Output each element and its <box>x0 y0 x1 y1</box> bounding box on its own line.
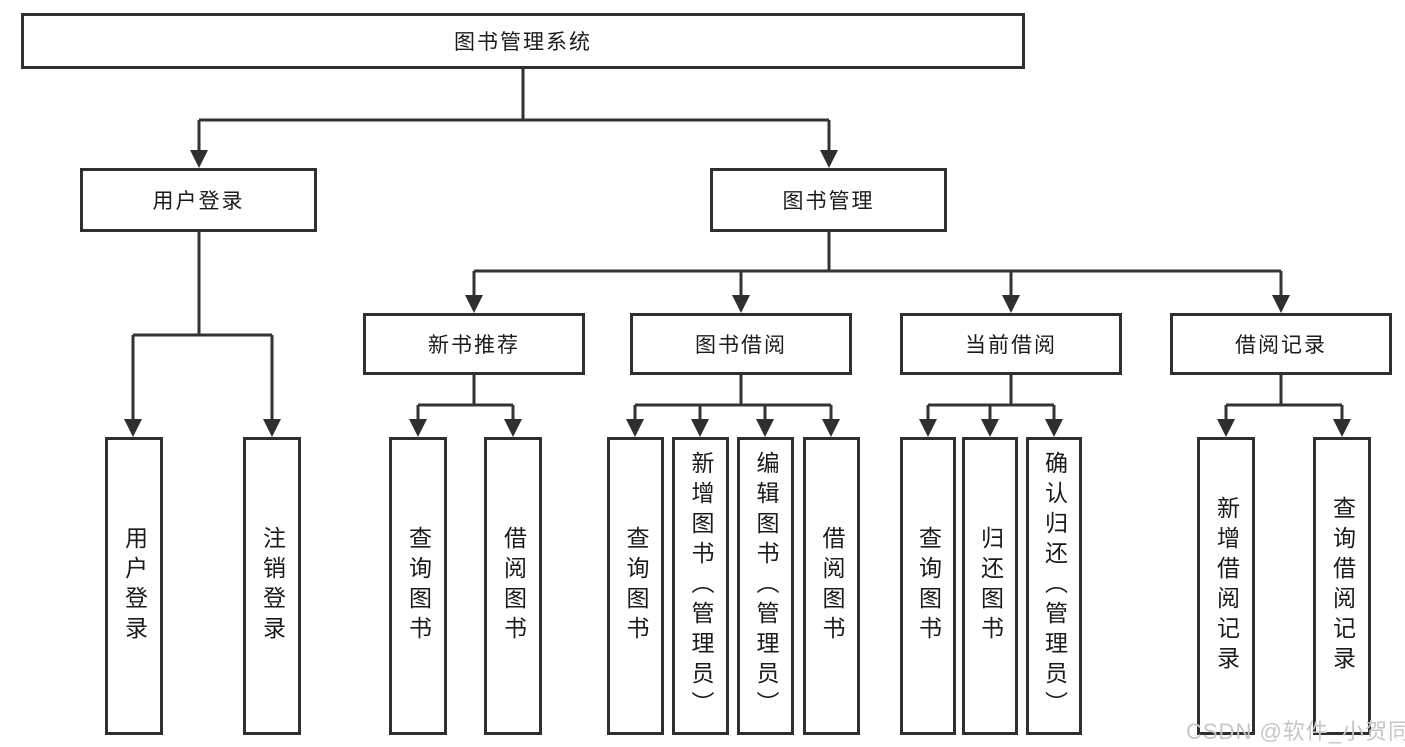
leaf-label: 用户登录 <box>121 526 148 646</box>
node-book-management: 图书管理 <box>710 168 947 232</box>
leaf-label: 借阅图书 <box>819 526 845 646</box>
leaf-label: 归还图书 <box>977 526 1004 646</box>
leaf-borrow-books-recommend: 借阅图书 <box>484 437 542 735</box>
leaf-label: 注销登录 <box>259 526 286 646</box>
connector-root-to-level2 <box>190 69 838 168</box>
leaf-add-books-admin: 新增图书（管理员） <box>672 437 729 735</box>
leaf-label: 查询图书 <box>405 526 432 646</box>
leaf-query-borrow-record: 查询借阅记录 <box>1313 437 1371 735</box>
leaf-add-borrow-record: 新增借阅记录 <box>1197 437 1255 735</box>
node-label: 新书推荐 <box>428 334 520 357</box>
node-current-borrow: 当前借阅 <box>900 313 1122 375</box>
leaf-edit-books-admin: 编辑图书（管理员） <box>737 437 794 735</box>
node-book-borrow: 图书借阅 <box>630 313 852 375</box>
node-borrow-records: 借阅记录 <box>1170 313 1392 375</box>
leaf-user-login: 用户登录 <box>105 437 163 735</box>
leaf-logout: 注销登录 <box>243 437 301 735</box>
node-label: 借阅记录 <box>1235 334 1327 357</box>
leaf-label: 编辑图书（管理员） <box>753 451 779 721</box>
node-label: 用户登录 <box>152 190 245 213</box>
leaf-label: 确认归还（管理员） <box>1041 451 1068 721</box>
leaf-query-books-borrow: 查询图书 <box>607 437 664 735</box>
connector-borrow-records-children <box>1217 375 1351 437</box>
leaf-label: 查询图书 <box>623 526 649 646</box>
node-label: 当前借阅 <box>965 334 1057 357</box>
node-label: 图书管理系统 <box>454 31 592 54</box>
node-new-book-recommend: 新书推荐 <box>363 313 585 375</box>
leaf-label: 借阅图书 <box>500 526 527 646</box>
leaf-label: 查询借阅记录 <box>1329 496 1356 676</box>
leaf-query-books-current: 查询图书 <box>900 437 956 735</box>
leaf-query-books-recommend: 查询图书 <box>389 437 447 735</box>
connector-new-book-recommend-children <box>409 375 522 437</box>
node-label: 图书借阅 <box>695 334 787 357</box>
connector-user-login-children <box>124 232 281 437</box>
leaf-label: 新增图书（管理员） <box>688 451 714 721</box>
csdn-watermark: CSDN @软件_小贺同学 <box>1186 719 1405 744</box>
connector-book-borrow-children <box>626 375 840 437</box>
node-label: 图书管理 <box>782 190 875 213</box>
leaf-return-books: 归还图书 <box>962 437 1018 735</box>
leaf-label: 查询图书 <box>915 526 942 646</box>
node-book-management-system: 图书管理系统 <box>21 13 1025 69</box>
connector-book-management-children <box>465 232 1290 313</box>
leaf-label: 新增借阅记录 <box>1213 496 1240 676</box>
connector-current-borrow-children <box>919 375 1063 437</box>
leaf-borrow-books: 借阅图书 <box>803 437 860 735</box>
node-user-login: 用户登录 <box>80 168 317 232</box>
leaf-confirm-return-admin: 确认归还（管理员） <box>1026 437 1082 735</box>
